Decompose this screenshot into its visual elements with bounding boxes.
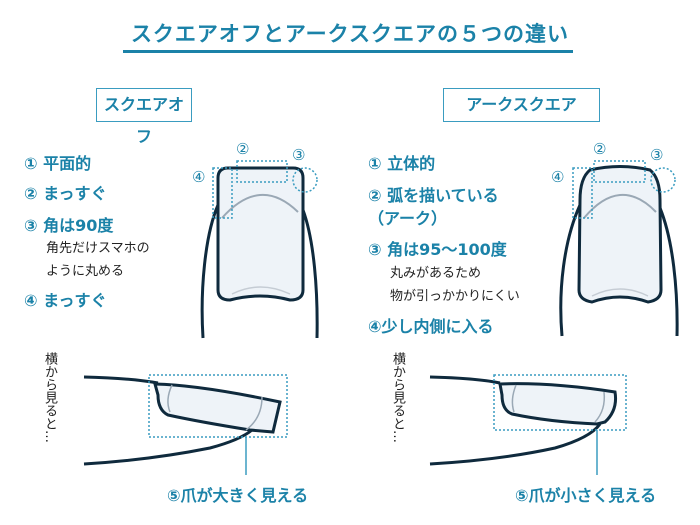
right-point-3: ③ 角は95～100度	[368, 240, 507, 259]
finger-left-edge	[559, 204, 582, 337]
left-point-1: ① 平面的	[24, 154, 92, 173]
finger-left-edge	[200, 204, 220, 339]
arc-square-front-view	[559, 165, 679, 337]
heading-square-off: スクエアオフ	[96, 88, 192, 146]
right-point-4: ④少し内側に入る	[368, 317, 494, 336]
left-point-3: ③ 角は90度	[24, 216, 114, 235]
finger-right-edge	[658, 207, 679, 337]
marker-4-left: ④	[192, 168, 205, 186]
finger-right-edge	[301, 209, 319, 339]
title-underline	[123, 50, 573, 53]
marker-2-left: ②	[236, 140, 249, 158]
left-side-view-label: 横から見ると…	[42, 352, 57, 443]
right-side-view-label: 横から見ると…	[390, 352, 405, 443]
right-point-2-arc: （アーク）	[368, 209, 448, 228]
right-point-3-note-1: 丸みがあるため	[390, 266, 482, 281]
nail-free-edge-line	[221, 194, 299, 219]
left-point-5: ⑤爪が大きく見える	[167, 486, 309, 505]
right-point-1: ① 立体的	[368, 154, 436, 173]
square-off-front-view	[200, 166, 319, 339]
marker-2-right: ②	[593, 140, 606, 158]
left-point-3-note-1: 角先だけスマホの	[46, 241, 150, 256]
right-point-5: ⑤爪が小さく見える	[515, 486, 657, 505]
left-point-4: ④ まっすぐ	[24, 291, 107, 310]
square-off-markers	[212, 160, 318, 219]
square-off-side-view	[83, 375, 282, 466]
marker-3-left: ③	[292, 146, 305, 164]
right-point-2: ② 弧を描いている	[368, 186, 499, 205]
heading-arc-square: アークスクエア	[443, 88, 600, 122]
marker-3-right: ③	[650, 146, 663, 164]
arc-square-markers	[572, 160, 676, 219]
left-point-2: ② まっすぐ	[24, 184, 107, 203]
page-title: スクエアオフとアークスクエアの５つの違い	[130, 22, 570, 46]
nail-shape	[216, 166, 305, 302]
left-point-3-note-2: ように丸める	[46, 264, 125, 279]
marker-4-right: ④	[551, 168, 564, 186]
right-point-3-note-2: 物が引っかかりにくい	[390, 289, 520, 304]
arc-square-side-view	[429, 375, 617, 466]
